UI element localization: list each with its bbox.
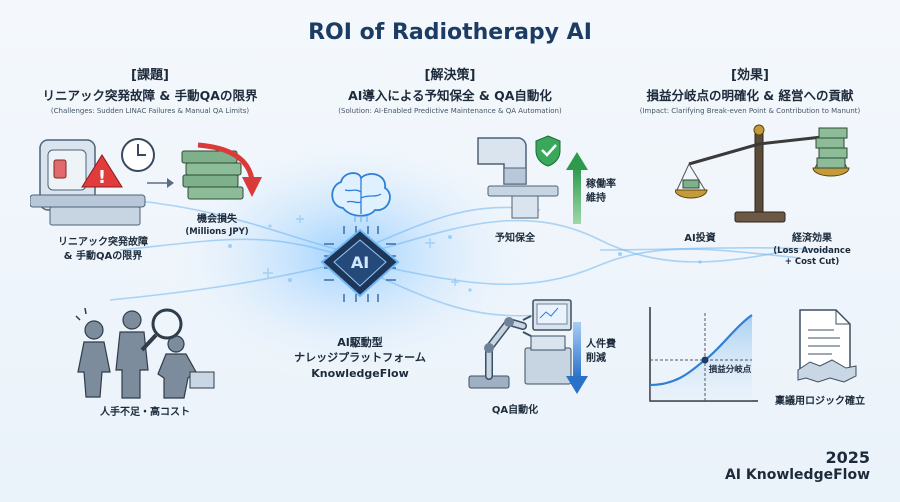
approval-document-icon [797, 309, 857, 383]
svg-text:!: ! [98, 167, 106, 188]
impact-title: 損益分岐点の明確化 & 経営への貢献 [646, 88, 854, 103]
opportunity-loss-label: 機会損失 [197, 214, 237, 225]
solution-title: AI導入による予知保全 & QA自動化 [348, 88, 552, 103]
linac-label: リニアック突発故障 & 手動QAの限界 [18, 236, 188, 263]
breakeven-label: 損益分岐点 [708, 365, 752, 375]
staff-label: 人手不足・高コスト [100, 407, 190, 418]
uptime-up-arrow [566, 152, 588, 224]
labor-cost-line2: 削減 [586, 352, 606, 364]
uptime-label: 稼働率 維持 [586, 178, 636, 205]
platform-label-line2: ナレッジプラットフォーム [294, 351, 426, 365]
uptime-label-line2: 維持 [586, 192, 606, 204]
ai-investment-label: AI投資 [684, 233, 716, 244]
linac-failure-icon: ! [30, 138, 155, 226]
solution-subtitle: (Solution: AI-Enabled Predictive Mainten… [338, 107, 562, 115]
economic-effect-line2: (Loss Avoidance [773, 245, 851, 256]
economic-effect-label: 経済効果 (Loss Avoidance + Cost Cut) [762, 232, 862, 268]
platform-label-line1: AI駆動型 [337, 336, 383, 349]
ai-chip-icon: AI [320, 226, 400, 302]
staff-shortage-icon [75, 307, 215, 399]
approval-logic-label: 稟議用ロジック確立 [775, 396, 865, 407]
economic-effect-line1: 経済効果 [792, 233, 832, 244]
money-loss-icon [181, 142, 262, 200]
footer: 2025 AI KnowledgeFlow [690, 448, 870, 483]
challenges-subtitle: (Challenges: Sudden LINAC Failures & Man… [50, 107, 250, 115]
labor-cost-label: 人件費 削減 [586, 338, 636, 365]
qa-automation-label: QA自動化 [491, 405, 539, 416]
challenges-title: リニアック突発故障 & 手動QAの限界 [42, 88, 258, 103]
predictive-maintenance-icon [477, 135, 561, 219]
platform-label-line3: KnowledgeFlow [311, 366, 409, 380]
platform-label: AI駆動型 ナレッジプラットフォーム KnowledgeFlow [275, 335, 445, 381]
ai-chip-text: AI [351, 253, 369, 272]
linac-label-line2: & 手動QAの限界 [63, 250, 143, 262]
footer-year: 2025 [825, 448, 870, 467]
header-impact: [効果] 損益分岐点の明確化 & 経営への貢献 (Impact: Clarify… [615, 64, 885, 115]
impact-bracket: [効果] [731, 68, 769, 83]
header-challenges: [課題] リニアック突発故障 & 手動QAの限界 (Challenges: Su… [20, 64, 280, 115]
loss-unit-label: (Millions JPY) [185, 226, 249, 237]
labor-down-arrow [566, 322, 588, 394]
impact-subtitle: (Impact: Clarifying Break-even Point & C… [639, 107, 861, 115]
uptime-label-line1: 稼働率 [586, 179, 616, 190]
footer-brand: AI KnowledgeFlow [724, 467, 870, 483]
page-title: ROI of Radiotherapy AI [308, 20, 592, 45]
solution-bracket: [解決策] [424, 68, 476, 83]
qa-automation-icon [468, 299, 572, 389]
header-solution: [解決策] AI導入による予知保全 & QA自動化 (Solution: AI-… [315, 64, 585, 115]
loss-label: 機会損失 (Millions JPY) [172, 213, 262, 238]
balance-scale-icon [675, 124, 850, 223]
breakeven-chart [649, 307, 758, 402]
labor-cost-line1: 人件費 [586, 339, 616, 350]
challenges-bracket: [課題] [131, 68, 169, 83]
economic-effect-line3: + Cost Cut) [784, 256, 840, 267]
ai-brain-icon [331, 172, 391, 222]
predictive-label: 予知保全 [495, 233, 535, 244]
arrow-right-icon [147, 178, 174, 188]
linac-label-line1: リニアック突発故障 [58, 237, 148, 248]
